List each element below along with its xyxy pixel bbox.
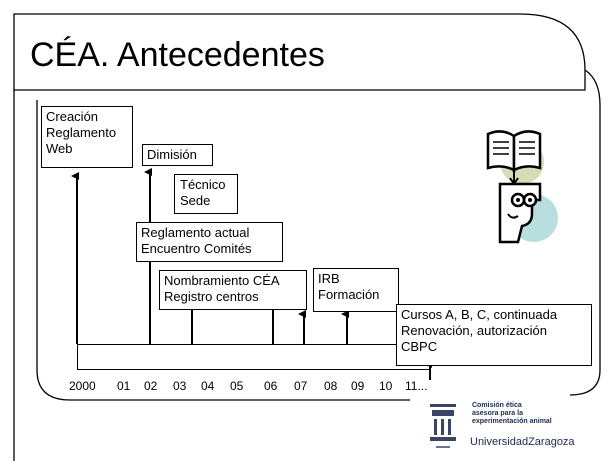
logo-line: experimentación animal [472,418,552,425]
logo-line: Comisión ética [472,402,522,409]
event-box-dimision: Dimisión [142,144,213,166]
event-box-irb: IRB Formación [313,268,399,312]
event-box-reglamento: Reglamento actual Encuentro Comités [136,222,283,262]
event-text: Reglamento actual [141,225,250,240]
event-box-tecnico: Técnico Sede [174,174,238,214]
event-text: Renovación, autorización [401,323,547,338]
open-book-icon [486,130,544,186]
event-text: Encuentro Comités [141,241,252,256]
event-text: IRB [318,271,340,286]
event-box-nombramiento: Nombramiento CÉA Registro centros [159,270,307,310]
university-seal-icon [430,404,456,448]
event-text: Reglamento [46,125,117,140]
year-label: 05 [230,379,244,393]
event-text: Dimisión [147,147,197,162]
event-text: Cursos A, B, C, continuada [401,307,558,322]
year-label: 06 [264,379,278,393]
year-label: 01 [117,379,131,393]
event-box-cursos: Cursos A, B, C, continuada Renovación, a… [396,304,592,366]
year-label: 11... [405,379,428,393]
year-label: 07 [294,379,308,393]
event-text: Sede [180,193,211,208]
thinking-face-icon [498,182,558,244]
year-label: 10 [379,379,393,393]
timeline-bar [77,344,430,370]
logo-text: Comisión ética asesora para la experimen… [472,402,552,426]
slide-title: CÉA. Antecedentes [30,36,325,74]
year-label: 04 [201,379,215,393]
event-text: Creación [46,109,99,124]
event-text: Registro centros [164,289,259,304]
event-box-creacion: Creación Reglamento Web [41,106,133,168]
year-label: 08 [324,379,338,393]
event-text: Formación [318,287,380,302]
event-text: Nombramiento CÉA [164,273,280,288]
year-label: 02 [144,379,158,393]
event-text: Web [46,141,73,156]
year-label: 03 [173,379,187,393]
event-text: CBPC [401,339,438,354]
year-label: 2000 [69,379,96,393]
university-name: UniversidadZaragoza [470,436,575,448]
event-text: Técnico [180,177,226,192]
logo-line: asesora para la [472,410,523,417]
year-label: 09 [351,379,365,393]
